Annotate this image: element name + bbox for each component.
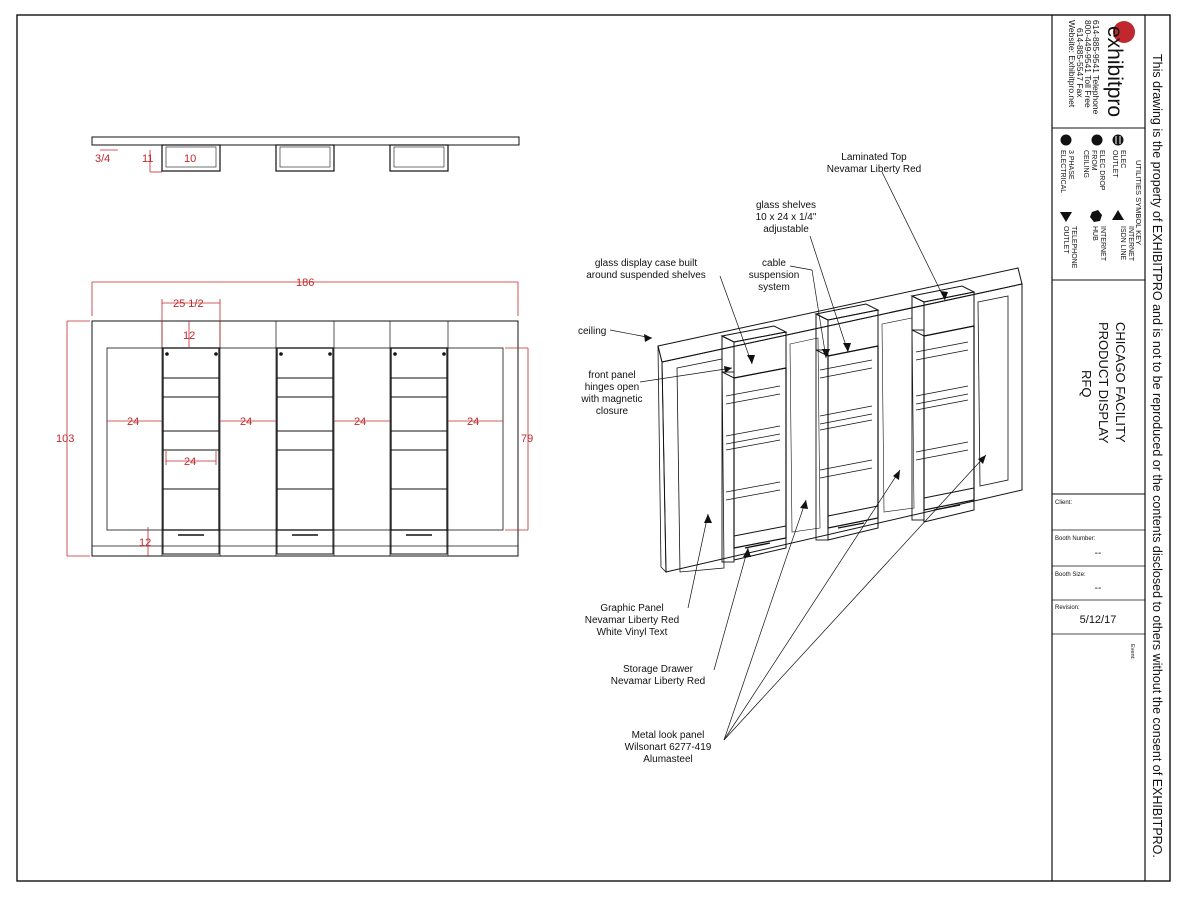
logo-mark-icon — [1113, 21, 1135, 43]
title-block: This drawing is the property of EXHIBITP… — [1051, 15, 1164, 881]
svg-text:ISDN LINE: ISDN LINE — [1119, 226, 1126, 261]
dim-gap-4: 24 — [467, 416, 479, 428]
callout-graphic-2: Nevamar Liberty Red — [585, 615, 679, 626]
callout-graphic-3: White Vinyl Text — [597, 627, 668, 638]
dim-gap-3: 24 — [354, 416, 366, 428]
callout-laminated-top-2: Nevamar Liberty Red — [827, 164, 921, 175]
svg-text:TELEPHONE: TELEPHONE — [1070, 226, 1077, 269]
front-case-2 — [275, 320, 335, 557]
svg-text:ELEC: ELEC — [1119, 150, 1126, 168]
svg-text:OUTLET: OUTLET — [1111, 150, 1118, 178]
dim-overall-height: 103 — [56, 433, 74, 445]
dim-overall-width: 186 — [296, 277, 314, 289]
project-title-line2: PRODUCT DISPLAY — [1096, 322, 1111, 444]
leader-lines — [609, 171, 987, 741]
company-website: Website: Exhibitpro.net — [1067, 20, 1077, 108]
svg-text:INTERNET: INTERNET — [1127, 226, 1134, 262]
iso-tower-3 — [910, 285, 976, 523]
callout-glass-case-1: glass display case built — [595, 258, 697, 269]
callout-front-panel-1: front panel — [588, 370, 635, 381]
disclaimer-text: This drawing is the property of EXHIBITP… — [1150, 54, 1164, 858]
revision-label: Revision: — [1055, 605, 1080, 611]
company-toll-free: 800-449-9541 Toll Free — [1083, 20, 1093, 108]
callout-front-panel-4: closure — [596, 406, 629, 417]
client-label: Client: — [1055, 500, 1072, 506]
callout-front-panel-3: with magnetic — [580, 394, 642, 405]
callout-metal-1: Metal look panel — [632, 730, 705, 741]
telephone-outlet-icon — [1060, 212, 1072, 222]
svg-text:ELECTRICAL: ELECTRICAL — [1059, 150, 1066, 193]
callout-graphic-1: Graphic Panel — [600, 603, 663, 614]
svg-text:3 PHASE: 3 PHASE — [1067, 150, 1074, 180]
booth-size-label: Booth Size: — [1055, 572, 1086, 578]
iso-tower-1 — [720, 325, 788, 563]
top-dim-3-4: 3/4 — [95, 153, 110, 165]
isometric-view: Laminated Top Nevamar Liberty Red glass … — [578, 152, 1023, 765]
dim-shelf-width: 24 — [184, 456, 196, 468]
dim-case-width: 25 1/2 — [173, 298, 204, 310]
callout-cable-2: suspension — [749, 270, 800, 281]
sheet-border — [16, 14, 1171, 882]
callout-ceiling: ceiling — [578, 326, 606, 337]
callout-drawer-2: Nevamar Liberty Red — [611, 676, 705, 687]
elec-drop-icon — [1091, 134, 1103, 146]
internet-icon — [1112, 210, 1124, 220]
company-fax: 614-885-5547 Fax — [1075, 28, 1085, 98]
front-view: 186 25 1/2 12 24 24 24 24 24 103 79 12 — [56, 277, 533, 557]
dim-gap-2: 24 — [240, 416, 252, 428]
front-case-3 — [389, 320, 449, 557]
top-dim-11: 11 — [142, 153, 153, 165]
svg-text:ELEC DROP: ELEC DROP — [1098, 150, 1105, 191]
three-phase-icon — [1060, 134, 1072, 146]
utilities-key: UTILITIES SYMBOL KEY ELEC OUTLET INTERNE… — [1059, 134, 1143, 269]
booth-number-label: Booth Number: — [1055, 536, 1096, 542]
callout-laminated-top-1: Laminated Top — [841, 152, 907, 163]
callout-glass-shelves-3: adjustable — [763, 224, 809, 235]
booth-number-value: -- — [1095, 548, 1102, 559]
project-title-line3: RFQ — [1079, 370, 1094, 397]
event-label: Event: — [1129, 644, 1135, 660]
callout-glass-case-2: around suspended shelves — [586, 270, 706, 281]
top-view: 3/4 11 10 — [91, 136, 520, 173]
elec-outlet-icon — [1112, 134, 1124, 146]
callout-glass-shelves-1: glass shelves — [756, 200, 816, 211]
project-title-line1: CHICAGO FACILITY — [1113, 322, 1128, 443]
leader-arrows — [644, 291, 986, 557]
callout-front-panel-2: hinges open — [585, 382, 640, 393]
dim-gap-1: 24 — [127, 416, 139, 428]
svg-text:CEILING: CEILING — [1082, 150, 1089, 178]
svg-text:FROM: FROM — [1090, 150, 1097, 171]
svg-text:HUB: HUB — [1091, 226, 1098, 241]
revision-value: 5/12/17 — [1080, 614, 1117, 626]
company-logo: exhibitpro — [1103, 21, 1135, 117]
utilities-title: UTILITIES SYMBOL KEY — [1134, 160, 1143, 245]
callout-drawer-1: Storage Drawer — [623, 664, 694, 675]
top-dim-10: 10 — [184, 153, 196, 165]
internet-hub-icon — [1090, 210, 1102, 222]
callout-metal-2: Wilsonart 6277-419 — [625, 742, 712, 753]
front-case-1 — [161, 320, 221, 557]
callout-cable-3: system — [758, 282, 790, 293]
booth-size-value: -- — [1095, 583, 1102, 594]
dim-bottom-gap: 12 — [139, 537, 151, 549]
callout-cable-1: cable — [762, 258, 786, 269]
svg-text:OUTLET: OUTLET — [1062, 226, 1069, 254]
iso-tower-2 — [814, 303, 880, 541]
logo-text: exhibitpro — [1103, 26, 1126, 117]
callout-metal-3: Alumasteel — [643, 754, 692, 765]
dim-top-gap: 12 — [183, 330, 195, 342]
dim-panel-height: 79 — [521, 433, 533, 445]
callout-glass-shelves-2: 10 x 24 x 1/4" — [756, 212, 817, 223]
company-phone: 614-885-9541 Telephone — [1091, 20, 1101, 115]
svg-text:INTERNET: INTERNET — [1099, 226, 1106, 262]
